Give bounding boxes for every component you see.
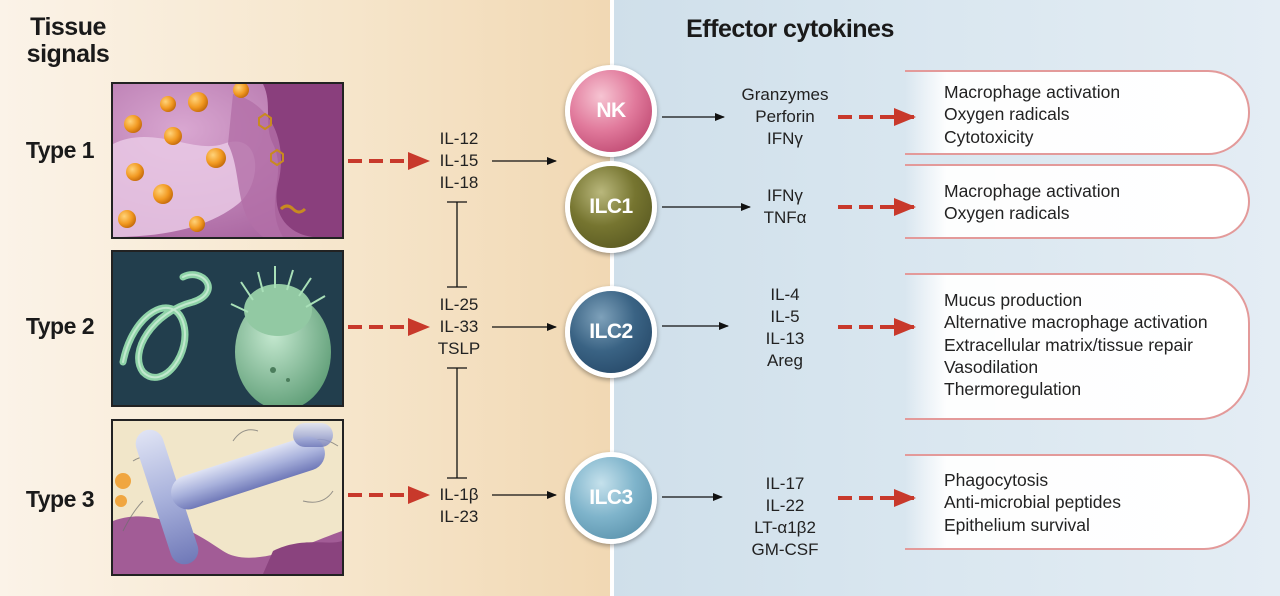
signal-il18: IL-18 [439, 173, 479, 192]
ilc1-cell: ILC1 [565, 161, 657, 253]
function-item: Macrophage activation [944, 82, 1121, 102]
cytokine-tnfa: TNFα [763, 208, 807, 227]
cytokine-il17: IL-17 [765, 474, 805, 493]
nk-cell: NK [565, 65, 657, 157]
ilc3-cell: ILC3 [565, 452, 657, 544]
cytokine-ifng: IFNγ [767, 129, 803, 148]
ilc2-function-box [905, 273, 1250, 420]
signal-il33: IL-33 [439, 317, 479, 336]
function-item: Phagocytosis [944, 470, 1049, 490]
signal-tslp: TSLP [437, 339, 481, 358]
function-item: Epithelium survival [944, 514, 1090, 535]
type-3-signals: IL-1β IL-23 [420, 484, 498, 528]
inhibition-type1-type2 [447, 201, 467, 288]
ilc1-function-box [905, 164, 1250, 239]
function-item: Anti-microbial peptides [944, 492, 1122, 513]
helminth-image [113, 252, 342, 405]
cytokine-il22: IL-22 [765, 496, 805, 515]
cytokine-lt-a1b2: LT-α1β2 [754, 518, 816, 537]
cytokine-ifng: IFNγ [767, 186, 803, 205]
ilc2-functions: Mucus production Alternative macrophage … [944, 289, 1208, 400]
nk-function-box [905, 70, 1250, 155]
signal-il15: IL-15 [439, 151, 479, 170]
inhibition-type2-type3 [447, 367, 467, 479]
type-2-label: Type 2 [25, 313, 95, 339]
function-item: Oxygen radicals [944, 104, 1070, 125]
cytokine-perforin: Perforin [755, 107, 815, 126]
type-2-signals: IL-25 IL-33 TSLP [420, 294, 498, 360]
function-item: Oxygen radicals [944, 203, 1070, 224]
nk-functions: Macrophage activation Oxygen radicals Cy… [944, 81, 1120, 148]
cytokine-il4: IL-4 [770, 285, 800, 304]
type-2-tissue-illustration [111, 250, 344, 407]
ilc3-functions: Phagocytosis Anti-microbial peptides Epi… [944, 469, 1121, 536]
signal-il1b: IL-1β [439, 485, 479, 504]
function-item: Alternative macrophage activation [944, 312, 1208, 333]
type-1-tissue-illustration [111, 82, 344, 239]
ilc2-cell: ILC2 [565, 286, 657, 378]
signal-il12: IL-12 [439, 129, 479, 148]
cytokine-granzymes: Granzymes [741, 85, 829, 104]
function-item: Thermoregulation [944, 379, 1082, 400]
cytokine-il13: IL-13 [765, 329, 805, 348]
type-3-tissue-illustration [111, 419, 344, 576]
cytokine-il5: IL-5 [770, 307, 800, 326]
nk-cytokines: Granzymes Perforin IFNγ [720, 84, 850, 150]
effector-cytokines-heading: Effector cytokines [686, 15, 894, 43]
cytokine-areg: Areg [767, 351, 803, 370]
function-item: Macrophage activation [944, 181, 1121, 201]
ilc1-cytokines: IFNγ TNFα [740, 185, 830, 229]
tissue-signals-heading: Tissue signals [26, 13, 110, 68]
type-1-label: Type 1 [25, 137, 95, 163]
function-item: Mucus production [944, 290, 1083, 310]
type-3-label: Type 3 [25, 486, 95, 512]
ilc3-function-box [905, 454, 1250, 550]
type-1-signals: IL-12 IL-15 IL-18 [420, 128, 498, 194]
signal-il23: IL-23 [439, 507, 479, 526]
function-item: Cytotoxicity [944, 126, 1034, 147]
function-item: Extracellular matrix/tissue repair [944, 334, 1193, 355]
ilc2-cytokines: IL-4 IL-5 IL-13 Areg [740, 284, 830, 372]
ilc1-functions: Macrophage activation Oxygen radicals [944, 180, 1120, 225]
signal-il25: IL-25 [439, 295, 479, 314]
ilc3-cytokines: IL-17 IL-22 LT-α1β2 GM-CSF [735, 473, 835, 561]
extracellular-bacteria-image [113, 421, 342, 574]
cytokine-gm-csf: GM-CSF [751, 540, 819, 559]
intracellular-pathogen-image [113, 84, 342, 237]
function-item: Vasodilation [944, 356, 1039, 377]
